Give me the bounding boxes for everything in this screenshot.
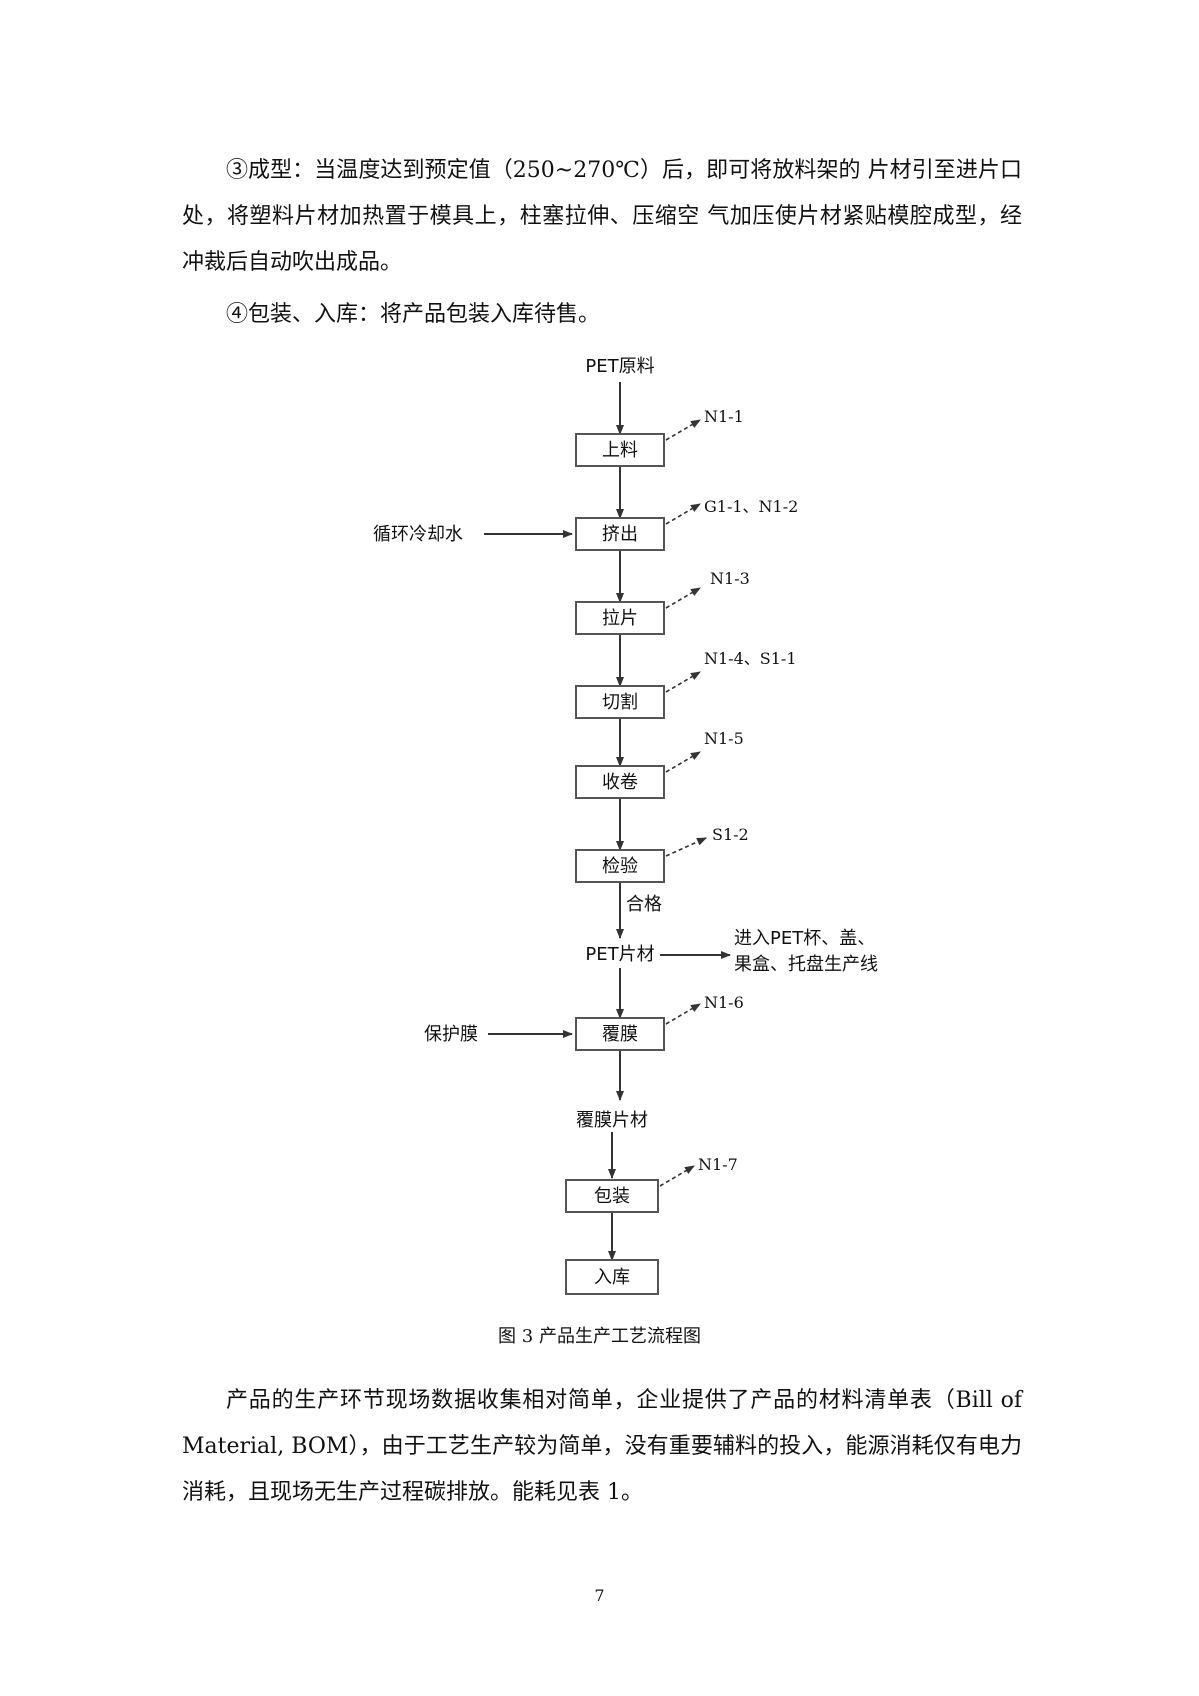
branch-line1: 进入PET杯、盖、 (734, 928, 875, 949)
page-number: 7 (594, 1586, 605, 1605)
branch-line2: 果盒、托盘生产线 (734, 954, 878, 975)
step-feed-label: 上料 (602, 440, 638, 461)
output-cut-arrow (665, 671, 701, 693)
output-pack-label: N1-7 (698, 1155, 738, 1174)
output-laminate-arrow (665, 1003, 701, 1025)
output-extrude-arrow (665, 503, 701, 525)
step-stretch-box (575, 601, 665, 635)
step-cut-label: 切割 (602, 692, 638, 713)
step-wind-label: 收卷 (602, 772, 638, 793)
step-stretch-label: 拉片 (602, 608, 638, 629)
output-feed-label: N1-1 (704, 407, 744, 426)
output-stretch-arrow (665, 587, 701, 609)
output-wind-label: N1-5 (704, 729, 744, 748)
step-pack-label: 包装 (594, 1186, 630, 1207)
pass-label: 合格 (626, 894, 662, 915)
step-inspect-box (575, 849, 665, 883)
process-flowchart: PET原料 上料 挤出 拉片 切割 收卷 检验 合格 PET片材 进入PET杯、… (373, 356, 878, 1295)
figure-caption: 图 3 产品生产工艺流程图 (498, 1326, 701, 1347)
output-pack-arrow (659, 1165, 695, 1187)
output-inspect-label: S1-2 (712, 825, 749, 844)
output-wind-arrow (665, 751, 701, 773)
output-laminate-label: N1-6 (704, 993, 744, 1012)
pet-sheet-label: PET片材 (585, 944, 654, 965)
step-laminate-label: 覆膜 (602, 1024, 638, 1045)
output-stretch-label: N1-3 (710, 569, 750, 588)
step-pack-box (565, 1179, 659, 1213)
step-inspect-label: 检验 (602, 856, 638, 877)
step-extrude-label: 挤出 (602, 524, 638, 545)
paragraph-packaging: ④包装、入库：将产品包装入库待售。 (226, 302, 601, 327)
paragraph-forming: ③成型：当温度达到预定值（250~270℃）后，即可将放料架的 片材引至进片口处… (182, 158, 1022, 275)
input-cooling-water-label: 循环冷却水 (373, 524, 463, 545)
paragraph-data-collection: 产品的生产环节现场数据收集相对简单，企业提供了产品的材料清单表（Bill of … (182, 1388, 1022, 1505)
step-store-label: 入库 (594, 1267, 630, 1288)
start-label: PET原料 (585, 356, 654, 377)
output-extrude-label: G1-1、N1-2 (704, 497, 798, 516)
step-extrude-box (575, 517, 665, 551)
step-feed-box (575, 433, 665, 467)
step-laminate-box (575, 1017, 665, 1051)
output-cut-label: N1-4、S1-1 (704, 649, 797, 668)
laminated-sheet-label: 覆膜片材 (576, 1110, 648, 1131)
step-wind-box (575, 765, 665, 799)
output-feed-arrow (665, 419, 701, 441)
output-inspect-arrow (665, 837, 707, 857)
step-store-box (565, 1259, 659, 1295)
input-protective-film-label: 保护膜 (424, 1024, 478, 1045)
step-cut-box (575, 685, 665, 719)
